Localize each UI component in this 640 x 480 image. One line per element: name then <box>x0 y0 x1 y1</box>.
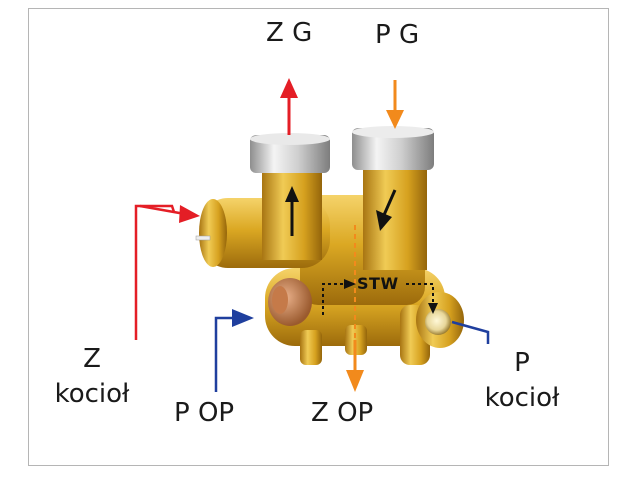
p-op-arrow <box>214 309 254 392</box>
z-kociol-arrow <box>134 204 200 340</box>
left-chrome-nut <box>250 133 330 173</box>
internal-flow-down-arrow <box>376 189 397 231</box>
p-op-label: P OP <box>174 398 235 428</box>
pg-arrow <box>386 80 404 129</box>
internal-flow-up-arrow <box>285 186 299 236</box>
zg-arrow <box>280 78 298 135</box>
right-sensor-port <box>416 292 464 348</box>
p-kociol-line <box>451 320 490 344</box>
z-kociol-label: Z kocioł <box>46 342 138 412</box>
copper-port <box>268 278 312 326</box>
stw-label: STW <box>357 274 399 293</box>
z-kociol-line1: Z <box>83 344 101 374</box>
right-chrome-nut <box>352 126 434 170</box>
pg-label: P G <box>375 20 420 50</box>
p-kociol-label: P kocioł <box>472 346 572 416</box>
z-op-label: Z OP <box>311 398 374 428</box>
z-op-arrow <box>346 225 364 392</box>
z-kociol-line2: kocioł <box>54 379 130 410</box>
valve-body <box>199 160 445 365</box>
p-kociol-line1: P <box>514 348 530 378</box>
p-kociol-line2: kocioł <box>484 383 560 414</box>
left-pin <box>195 235 211 241</box>
stw-flow-path <box>322 279 438 315</box>
zg-label: Z G <box>266 18 313 48</box>
